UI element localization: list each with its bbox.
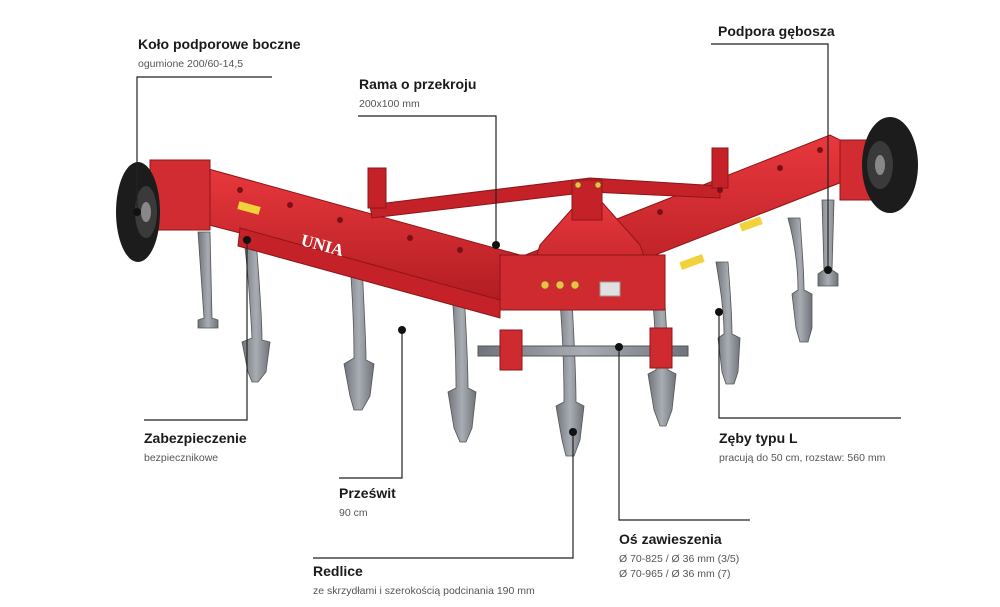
label-subtitle: 90 cm	[339, 506, 368, 519]
label-redlice: Redlice ze skrzydłami i szerokością podc…	[313, 563, 535, 598]
label-zeby: Zęby typu L pracują do 50 cm, rozstaw: 5…	[719, 430, 885, 465]
label-subtitle: ze skrzydłami i szerokością podcinania 1…	[313, 584, 535, 597]
label-title: Rama o przekroju	[359, 76, 477, 92]
label-title: Prześwit	[339, 485, 396, 501]
frame	[149, 134, 891, 371]
label-subtitle: pracują do 50 cm, rozstaw: 560 mm	[719, 451, 886, 464]
label-rama: Rama o przekroju 200x100 mm	[359, 76, 476, 111]
label-subtitle-1: Ø 70-825 / Ø 36 mm (3/5)	[619, 552, 740, 565]
right-wheel	[862, 117, 918, 213]
label-zabezpieczenie: Zabezpieczenie bezpiecznikowe	[144, 430, 247, 465]
label-subtitle: bezpiecznikowe	[144, 451, 219, 464]
label-subtitle-2: Ø 70-965 / Ø 36 mm (7)	[619, 567, 731, 580]
label-os-zawieszenia: Oś zawieszenia Ø 70-825 / Ø 36 mm (3/5) …	[619, 531, 739, 581]
label-title: Oś zawieszenia	[619, 531, 722, 547]
callout-dots	[133, 208, 832, 436]
callout-lines	[136, 43, 901, 559]
label-title: Koło podporowe boczne	[138, 36, 301, 52]
label-kolo-podporowe: Koło podporowe boczne ogumione 200/60-14…	[138, 36, 301, 71]
label-title: Zęby typu L	[719, 430, 798, 446]
label-subtitle: ogumione 200/60-14,5	[138, 57, 244, 70]
label-title: Zabezpieczenie	[144, 430, 247, 446]
label-subtitle: 200x100 mm	[359, 97, 420, 110]
label-title: Podpora gębosza	[718, 23, 835, 39]
label-przeswit: Prześwit 90 cm	[339, 485, 396, 520]
label-podpora-gebosza: Podpora gębosza	[718, 23, 835, 41]
label-title: Redlice	[313, 563, 363, 579]
